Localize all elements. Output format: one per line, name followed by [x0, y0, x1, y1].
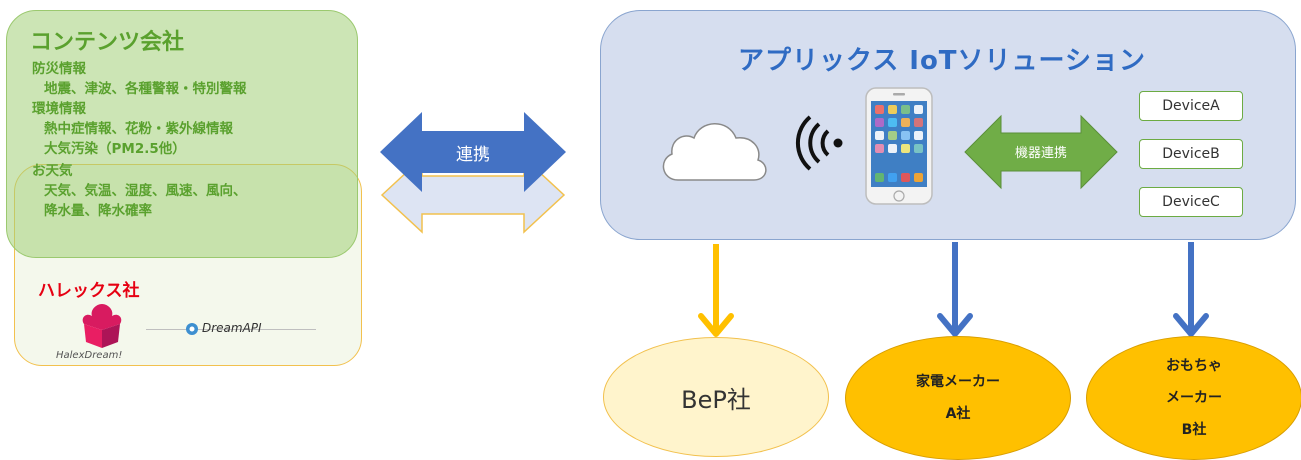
link-arrow-front: [380, 112, 566, 192]
arrow-down-maker-a: [937, 242, 973, 337]
device-c-box: DeviceC: [1139, 187, 1243, 217]
device-link-label: 機器連携: [1015, 145, 1067, 161]
device-link-arrow: 機器連携: [964, 114, 1118, 190]
dream-api-icon: [186, 323, 198, 335]
partner-toy-maker-b: おもちゃ メーカー B社: [1086, 336, 1301, 460]
maker-a-line1: 家電メーカー: [916, 374, 1000, 390]
cloud-icon: [662, 123, 767, 181]
info-detail-environment-2: 大気汚染（PM2.5他）: [44, 141, 186, 157]
arrow-down-maker-b: [1173, 242, 1209, 337]
partner-bep-label: BeP社: [681, 385, 751, 414]
content-company-box: [6, 10, 358, 258]
maker-b-line3: B社: [1181, 422, 1207, 438]
device-b-box: DeviceB: [1139, 139, 1243, 169]
halex-logo-text: HalexDream!: [56, 350, 123, 361]
info-detail-weather-2: 降水量、降水確率: [44, 203, 152, 219]
info-category-environment: 環境情報: [32, 101, 86, 117]
info-detail-weather-1: 天気、気温、湿度、風速、風向、: [44, 183, 247, 199]
dream-api-label: DreamAPI: [202, 321, 262, 335]
info-detail-disaster: 地震、津波、各種警報・特別警報: [44, 81, 247, 97]
maker-a-line2: A社: [945, 406, 971, 422]
halex-title: ハレックス社: [38, 281, 140, 301]
link-arrow-label: 連携: [456, 145, 490, 165]
arrow-down-bep: [698, 244, 734, 337]
device-a-box: DeviceA: [1139, 91, 1243, 121]
logo-divider: [146, 329, 316, 330]
info-detail-environment-1: 熱中症情報、花粉・紫外線情報: [44, 121, 233, 137]
maker-b-line2: メーカー: [1166, 390, 1222, 406]
link-arrow: 連携: [380, 112, 566, 234]
info-category-disaster: 防災情報: [32, 61, 86, 77]
iot-title: アプリックス IoTソリューション: [738, 46, 1147, 76]
wireless-signal-icon: [795, 115, 843, 171]
smartphone-icon: [865, 87, 933, 205]
partner-bep: BeP社: [603, 337, 829, 457]
maker-b-line1: おもちゃ: [1166, 358, 1222, 374]
content-company-title: コンテンツ会社: [30, 30, 185, 55]
halex-logo-icon: [82, 304, 122, 348]
info-category-weather: お天気: [32, 163, 73, 179]
partner-appliance-maker-a: 家電メーカー A社: [845, 336, 1071, 460]
